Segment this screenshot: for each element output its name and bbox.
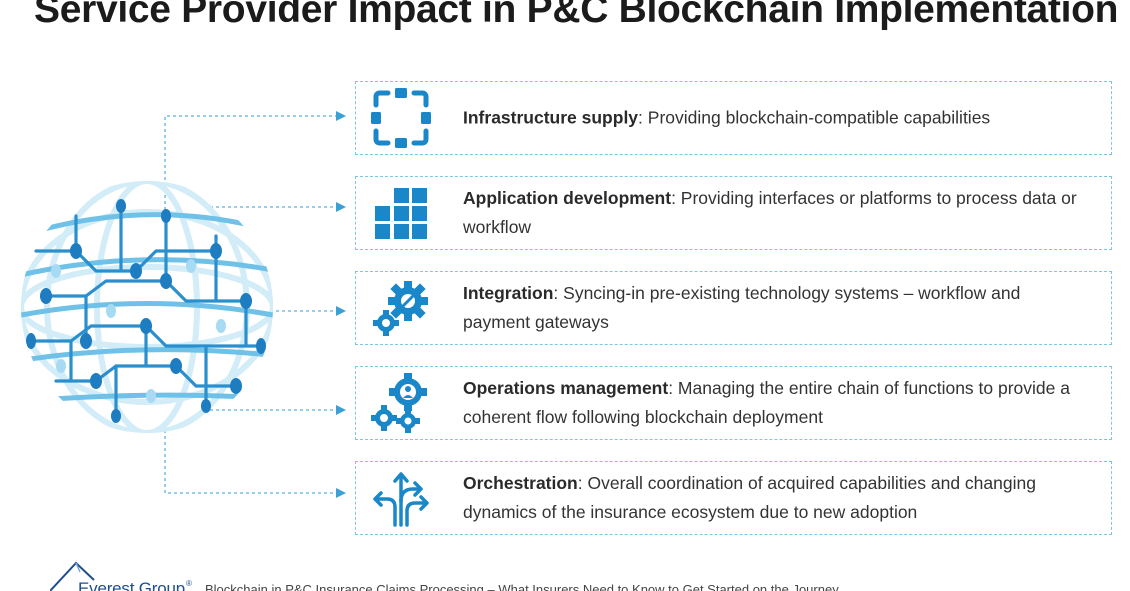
card-text: Orchestration: Overall coordination of a… (463, 469, 1089, 527)
item-heading: Integration (463, 283, 553, 303)
card-application-development: Application development: Providing inter… (355, 176, 1112, 250)
card-infrastructure-supply: Infrastructure supply: Providing blockch… (355, 81, 1112, 155)
item-heading: Orchestration (463, 473, 578, 493)
infrastructure-frame-icon (370, 87, 432, 149)
item-description: : Providing blockchain-compatible capabi… (638, 108, 990, 128)
footer-caption: Blockchain in P&C Insurance Claims Proce… (205, 582, 839, 591)
card-text: Application development: Providing inter… (463, 184, 1089, 242)
orchestration-arrows-icon (370, 467, 432, 529)
integration-gears-icon (370, 277, 432, 339)
item-heading: Infrastructure supply (463, 108, 638, 128)
card-integration: Integration: Syncing-in pre-existing tec… (355, 271, 1112, 345)
operations-gears-icon (370, 372, 432, 434)
application-grid-icon (370, 182, 432, 244)
card-text: Infrastructure supply: Providing blockch… (463, 104, 1089, 133)
brand-name: Everest Group® (78, 579, 192, 591)
card-orchestration: Orchestration: Overall coordination of a… (355, 461, 1112, 535)
footer: Everest Group® Blockchain in P&C Insuran… (50, 558, 1130, 591)
card-text: Operations management: Managing the enti… (463, 374, 1089, 432)
card-text: Integration: Syncing-in pre-existing tec… (463, 279, 1089, 337)
item-heading: Application development (463, 188, 671, 208)
card-operations-management: Operations management: Managing the enti… (355, 366, 1112, 440)
item-heading: Operations management (463, 378, 668, 398)
globe-network-icon (16, 176, 278, 438)
page-title: Service Provider Impact in P&C Blockchai… (34, 0, 1118, 32)
